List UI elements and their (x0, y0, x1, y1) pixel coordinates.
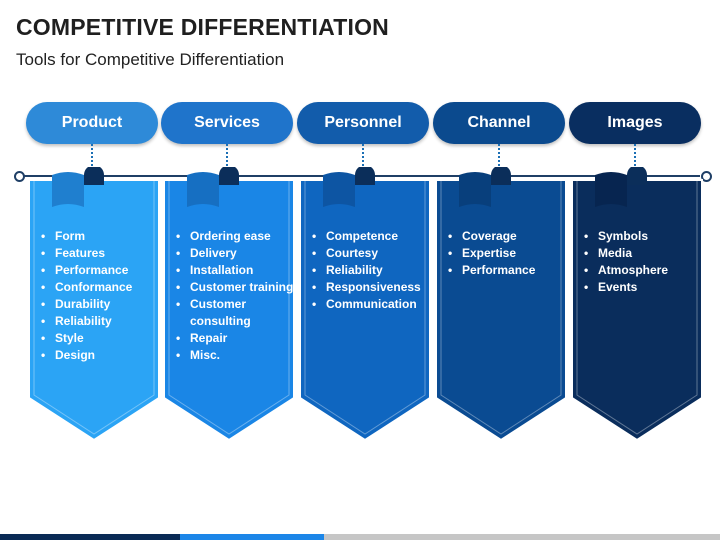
page-subtitle: Tools for Competitive Differentiation (16, 50, 285, 69)
list-item: Features (41, 245, 161, 262)
list-item: Customer consulting (176, 296, 296, 330)
list-item: Communication (312, 296, 432, 313)
list-item: Form (41, 228, 161, 245)
list-item: Reliability (41, 313, 161, 330)
banner-inner-outline (304, 179, 426, 435)
tab-knob (84, 167, 104, 185)
pill-connector (91, 144, 93, 166)
banner-inner-outline (576, 179, 698, 435)
banner-2: CompetenceCourtesyReliabilityResponsiven… (298, 178, 438, 442)
pill-2: Personnel (297, 102, 429, 144)
pill-3: Channel (433, 102, 565, 144)
pill-label: Channel (467, 114, 531, 131)
list-item: Misc. (176, 347, 296, 364)
tab-flap (187, 172, 219, 207)
list-item: Ordering ease (176, 228, 296, 245)
list-item: Events (584, 279, 704, 296)
banner-shape (571, 179, 703, 442)
list-item: Design (41, 347, 161, 364)
list-item: Customer training (176, 279, 296, 296)
banner-list: Ordering easeDeliveryInstallationCustome… (176, 228, 296, 364)
folded-tab-icon (595, 167, 647, 207)
folded-tab-icon (187, 167, 239, 207)
tab-flap (323, 172, 355, 207)
list-item: Durability (41, 296, 161, 313)
list-item: Media (584, 245, 704, 262)
list-item: Responsiveness (312, 279, 432, 296)
list-item: Atmosphere (584, 262, 704, 279)
pill-1: Services (161, 102, 293, 144)
folded-tab-icon (459, 167, 511, 207)
page-title: COMPETITIVE DIFFERENTIATION (16, 14, 389, 40)
pill-label: Product (61, 114, 123, 131)
list-item: Repair (176, 330, 296, 347)
banner-list: FormFeaturesPerformanceConformanceDurabi… (41, 228, 161, 364)
banner-fill (571, 179, 703, 442)
tab-flap (595, 172, 627, 207)
list-item: Courtesy (312, 245, 432, 262)
pill-connector (634, 144, 636, 166)
list-item: Performance (448, 262, 568, 279)
timeline-start-dot (14, 171, 25, 182)
list-item: Symbols (584, 228, 704, 245)
list-item: Coverage (448, 228, 568, 245)
tab-knob (627, 167, 647, 185)
list-item: Performance (41, 262, 161, 279)
tab-knob (491, 167, 511, 185)
folded-tab-icon (52, 167, 104, 207)
banner-3: CoverageExpertisePerformance (434, 178, 574, 442)
footer-bar (0, 534, 720, 540)
pill-connector (226, 144, 228, 166)
list-item: Conformance (41, 279, 161, 296)
timeline-end-dot (701, 171, 712, 182)
banner-shape (435, 179, 567, 442)
pill-connector (498, 144, 500, 166)
tab-knob (219, 167, 239, 185)
pill-4: Images (569, 102, 701, 144)
list-item: Style (41, 330, 161, 347)
pill-label: Personnel (324, 114, 402, 131)
list-item: Reliability (312, 262, 432, 279)
banner-inner-outline (440, 179, 562, 435)
banner-1: Ordering easeDeliveryInstallationCustome… (162, 178, 302, 442)
list-item: Expertise (448, 245, 568, 262)
tab-knob (355, 167, 375, 185)
banner-list: CoverageExpertisePerformance (448, 228, 568, 279)
pill-label: Images (607, 114, 663, 131)
pill-connector (362, 144, 364, 166)
list-item: Competence (312, 228, 432, 245)
banner-list: CompetenceCourtesyReliabilityResponsiven… (312, 228, 432, 313)
tab-flap (52, 172, 84, 207)
tab-flap (459, 172, 491, 207)
pill-label: Services (194, 114, 260, 131)
banner-list: SymbolsMediaAtmosphereEvents (584, 228, 704, 296)
banner-inner-outline (168, 179, 290, 435)
banner-0: FormFeaturesPerformanceConformanceDurabi… (27, 178, 167, 442)
banner-fill (435, 179, 567, 442)
banner-4: SymbolsMediaAtmosphereEvents (570, 178, 710, 442)
banner-inner-outline (33, 179, 155, 435)
folded-tab-icon (323, 167, 375, 207)
list-item: Installation (176, 262, 296, 279)
pill-0: Product (26, 102, 158, 144)
list-item: Delivery (176, 245, 296, 262)
